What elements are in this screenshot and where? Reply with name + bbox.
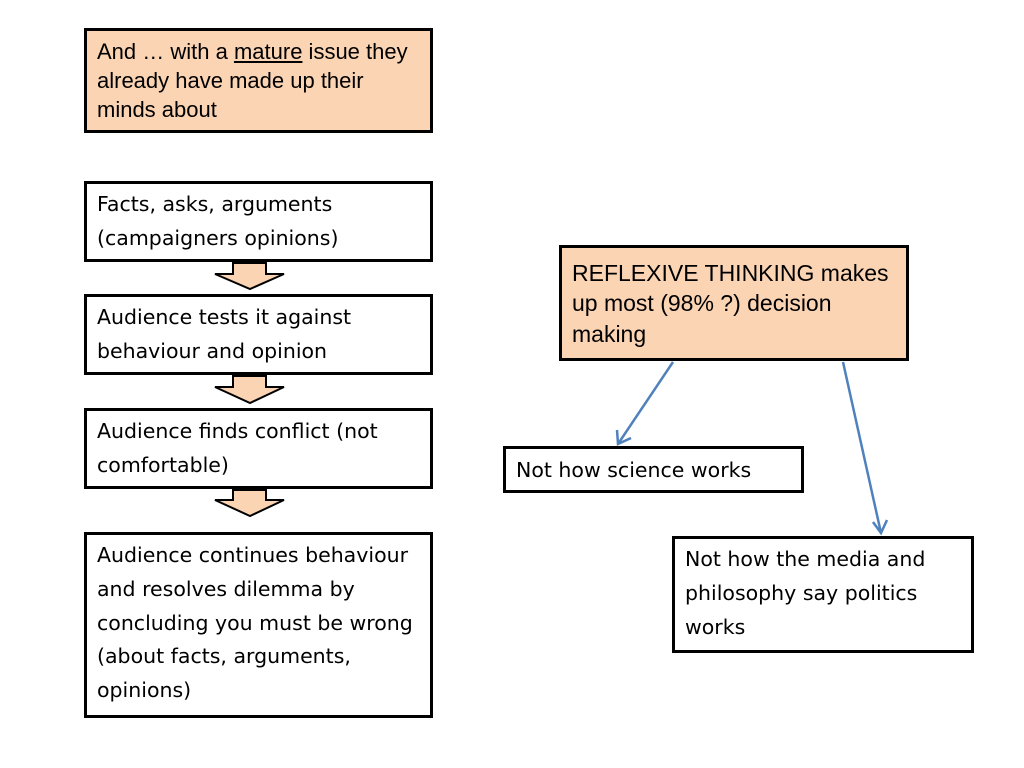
connector-to-media-arrowhead — [871, 519, 889, 536]
outcome-science-box: Not how science works — [503, 446, 804, 493]
flow-arrow-1 — [214, 262, 285, 291]
flow-arrow-3 — [214, 489, 285, 518]
connector-to-media — [841, 361, 883, 534]
outcome-science-text: Not how science works — [516, 458, 752, 482]
flow-step-tests: Audience tests it against behaviour and … — [84, 294, 433, 375]
flow-step-resolves-text: Audience continues behaviour and resolve… — [97, 543, 413, 703]
reflexive-thinking-text: REFLEXIVE THINKING makes up most (98% ?)… — [572, 260, 889, 347]
outcome-media-box: Not how the media and philosophy say pol… — [672, 536, 974, 653]
mature-issue-prefix: And … with a — [97, 39, 234, 64]
flow-step-conflict-text: Audience finds conflict (not comfortable… — [97, 419, 378, 477]
reflexive-thinking-box: REFLEXIVE THINKING makes up most (98% ?)… — [559, 245, 909, 361]
flow-step-facts: Facts, asks, arguments (campaigners opin… — [84, 181, 433, 262]
flow-step-tests-text: Audience tests it against behaviour and … — [97, 305, 352, 363]
connector-to-science-arrowhead — [615, 429, 632, 446]
flow-step-facts-text: Facts, asks, arguments (campaigners opin… — [97, 192, 339, 250]
mature-issue-box: And … with a mature issue they already h… — [84, 28, 433, 133]
mature-issue-emphasis: mature — [233, 39, 303, 64]
flow-arrow-2 — [214, 375, 285, 405]
connector-to-science — [616, 361, 675, 445]
flow-step-resolves: Audience continues behaviour and resolve… — [84, 532, 433, 718]
flow-step-conflict: Audience finds conflict (not comfortable… — [84, 408, 433, 489]
outcome-media-text: Not how the media and philosophy say pol… — [685, 547, 926, 639]
mature-issue-suffix: issue they already have made up their mi… — [97, 39, 408, 123]
